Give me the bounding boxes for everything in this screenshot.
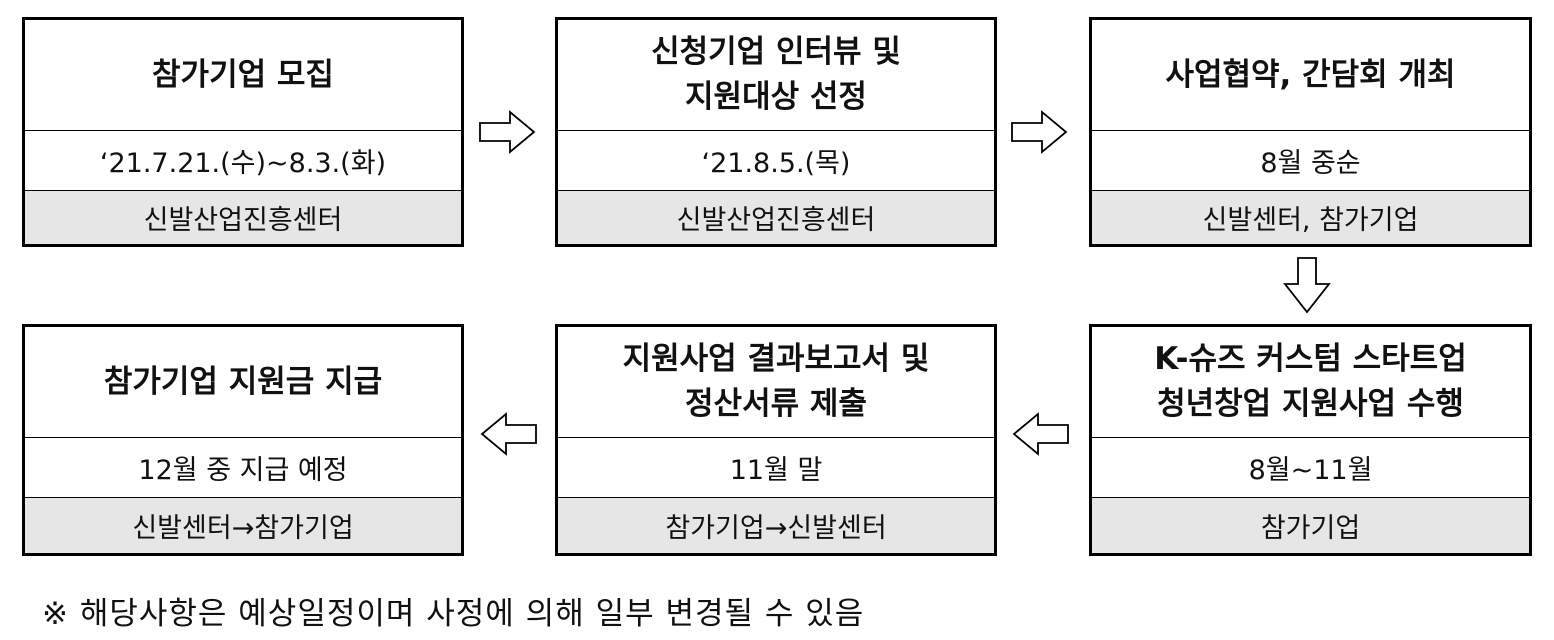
step-3-title: 사업협약, 간담회 개최 [1092, 20, 1529, 131]
step-3-box: 사업협약, 간담회 개최 8월 중순 신발센터, 참가기업 [1089, 17, 1532, 247]
arrow-left-icon [480, 412, 537, 456]
step-4-box: K-슈즈 커스텀 스타트업 청년창업 지원사업 수행 8월~11월 참가기업 [1089, 324, 1532, 556]
footnote: ※ 해당사항은 예상일정이며 사정에 의해 일부 변경될 수 있음 [42, 596, 865, 632]
step-5-org: 참가기업→신발센터 [558, 498, 994, 553]
step-6-box: 참가기업 지원금 지급 12월 중 지급 예정 신발센터→참가기업 [22, 324, 464, 556]
step-2-title: 신청기업 인터뷰 및 지원대상 선정 [558, 20, 994, 131]
step-6-org: 신발센터→참가기업 [25, 498, 461, 553]
step-6-title: 참가기업 지원금 지급 [25, 327, 461, 438]
step-4-org: 참가기업 [1092, 498, 1529, 553]
step-5-title: 지원사업 결과보고서 및 정산서류 제출 [558, 327, 994, 438]
step-2-org: 신발산업진흥센터 [558, 191, 994, 244]
step-1-org: 신발산업진흥센터 [25, 191, 461, 244]
step-6-date: 12월 중 지급 예정 [25, 438, 461, 498]
step-1-title: 참가기업 모집 [25, 20, 461, 131]
step-4-title: K-슈즈 커스텀 스타트업 청년창업 지원사업 수행 [1092, 327, 1529, 438]
step-1-date: ‘21.7.21.(수)~8.3.(화) [25, 131, 461, 191]
arrow-left-icon [1012, 412, 1069, 456]
step-2-box: 신청기업 인터뷰 및 지원대상 선정 ‘21.8.5.(목) 신발산업진흥센터 [555, 17, 997, 247]
arrow-right-icon [479, 110, 536, 154]
step-2-date: ‘21.8.5.(목) [558, 131, 994, 191]
step-4-date: 8월~11월 [1092, 438, 1529, 498]
step-5-date: 11월 말 [558, 438, 994, 498]
arrow-right-icon [1011, 110, 1068, 154]
step-3-date: 8월 중순 [1092, 131, 1529, 191]
step-1-box: 참가기업 모집 ‘21.7.21.(수)~8.3.(화) 신발산업진흥센터 [22, 17, 464, 247]
step-5-box: 지원사업 결과보고서 및 정산서류 제출 11월 말 참가기업→신발센터 [555, 324, 997, 556]
arrow-down-icon [1283, 257, 1331, 314]
step-3-org: 신발센터, 참가기업 [1092, 191, 1529, 244]
